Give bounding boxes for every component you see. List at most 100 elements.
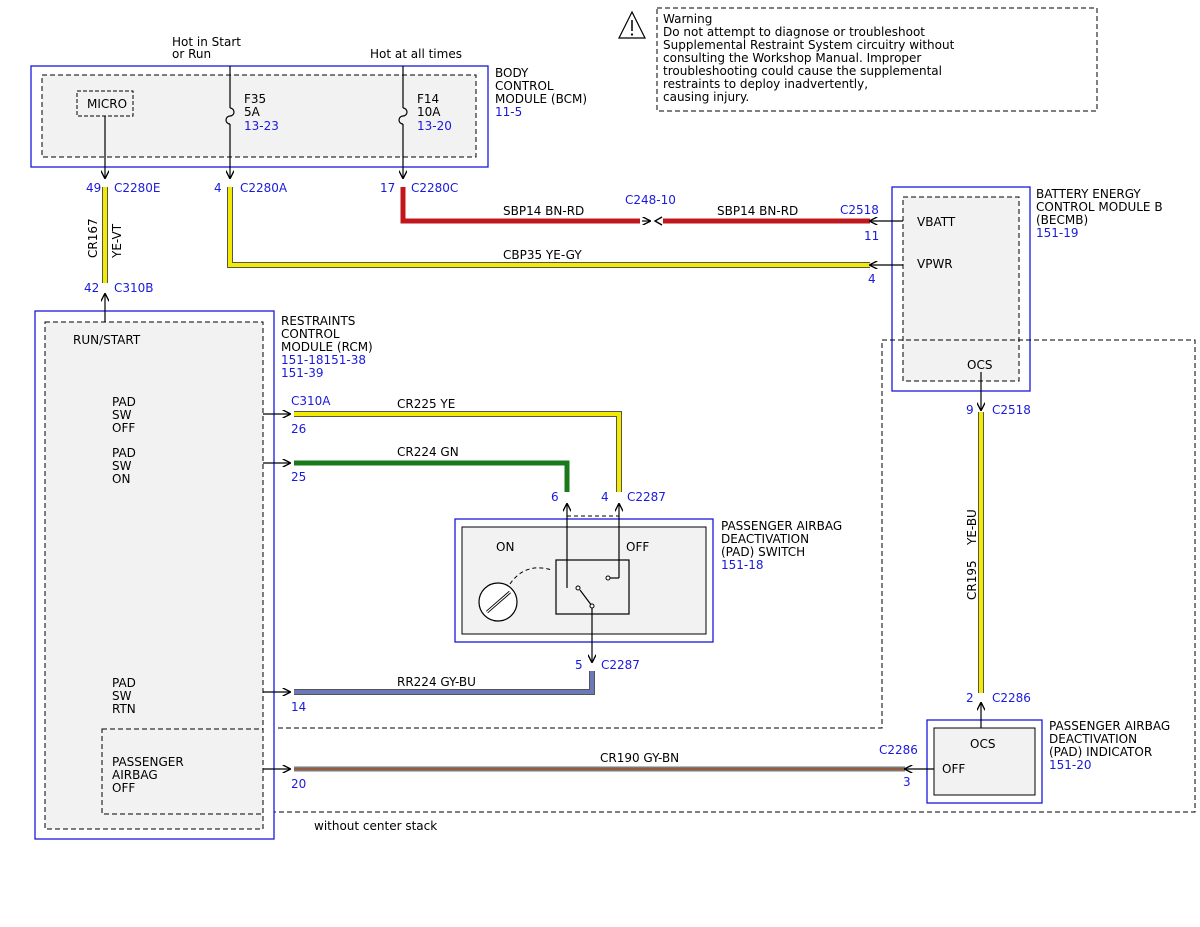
pad-switch-module [454, 504, 714, 662]
becmb-name-line-1: BATTERY ENERGY [1036, 187, 1141, 201]
pad-switch-pin-6: 6 [551, 490, 559, 504]
rcm-name-line-2: CONTROL [281, 327, 340, 341]
wire-cbp35-label: CBP35 YE-GY [503, 248, 582, 262]
becmb-name-line-2: CONTROL MODULE B [1036, 200, 1163, 214]
rcm-module [34, 294, 275, 840]
rcm-refs-b: 151-39 [281, 366, 324, 380]
wire-cr224 [294, 460, 570, 492]
bcm-pin-4: 4 [214, 181, 222, 195]
bcm-conn-c2280c: C2280C [411, 181, 458, 195]
rcm-name-line-1: RESTRAINTS [281, 314, 355, 328]
pad-switch-name-3: (PAD) SWITCH [721, 545, 805, 559]
becmb-pin-11: 11 [864, 229, 879, 243]
bcm-name-line-2: CONTROL [495, 79, 554, 93]
pad-indicator-conn-left: C2286 [879, 743, 918, 757]
bcm-conn-c2280a: C2280A [240, 181, 288, 195]
bcm-ref: 11-5 [495, 105, 522, 119]
rcm-run-start: RUN/START [73, 333, 141, 347]
feed-always-label: Hot at all times [370, 47, 462, 61]
warning-line-7: causing injury. [663, 90, 749, 104]
rcm-pin-20: 20 [291, 777, 306, 791]
pad-switch-on: ON [496, 540, 514, 554]
pad-indicator-pin-2: 2 [966, 691, 974, 705]
without-center-stack-label: without center stack [314, 819, 437, 833]
fuse-f35-rating: 5A [244, 105, 261, 119]
wire-cr167-color: YE-VT [110, 223, 124, 259]
rcm-pad-rtn-2: SW [112, 689, 132, 703]
wire-cr225 [294, 411, 622, 492]
becmb-conn-c2518-bottom: C2518 [992, 403, 1031, 417]
rcm-pad-rtn-1: PAD [112, 676, 136, 690]
rcm-pad-rtn-3: RTN [112, 702, 136, 716]
wire-cr224-label: CR224 GN [397, 445, 459, 459]
bcm-micro-label: MICRO [87, 97, 127, 111]
rcm-pad-on-2: SW [112, 459, 132, 473]
wire-rr224-label: RR224 GY-BU [397, 675, 476, 689]
rcm-pass-airbag-off-2: AIRBAG [112, 768, 158, 782]
warning-line-3: Supplemental Restraint System circuitry … [663, 38, 955, 52]
rcm-refs-a: 151-18151-38 [281, 353, 366, 367]
pad-switch-ref: 151-18 [721, 558, 764, 572]
becmb-module [870, 186, 1031, 410]
becmb-vpwr: VPWR [917, 257, 953, 271]
feed-run-line-2: or Run [172, 47, 211, 61]
fuse-f35-symbol [225, 107, 235, 125]
pad-switch-off: OFF [626, 540, 649, 554]
pad-switch-conn-top: C2287 [627, 490, 666, 504]
bcm-module: MICRO [30, 65, 489, 168]
becmb-ref: 151-19 [1036, 226, 1079, 240]
warning-line-4: consulting the Workshop Manual. Improper [663, 51, 921, 65]
rcm-pin-14: 14 [291, 700, 306, 714]
warning-line-2: Do not attempt to diagnose or troublesho… [663, 25, 925, 39]
warning-box: Warning Do not attempt to diagnose or tr… [618, 7, 1098, 112]
warning-line-5: troubleshooting could cause the suppleme… [663, 64, 942, 78]
without-center-stack-region [274, 339, 1196, 813]
rcm-pad-off-3: OFF [112, 421, 135, 435]
becmb-pin-4: 4 [868, 272, 876, 286]
wire-cbp35 [227, 187, 870, 268]
rcm-pin-26: 26 [291, 422, 306, 436]
inline-connector-c248 [642, 216, 663, 226]
wire-cr190-label: CR190 GY-BN [600, 751, 679, 765]
rcm-pad-off-1: PAD [112, 395, 136, 409]
inline-connector-label: C248-10 [625, 193, 676, 207]
rcm-pad-off-2: SW [112, 408, 132, 422]
pad-indicator-name-1: PASSENGER AIRBAG [1049, 719, 1170, 733]
wire-rr224 [294, 671, 595, 695]
bcm-name-line-1: BODY [495, 66, 529, 80]
rcm-name-line-3: MODULE (RCM) [281, 340, 373, 354]
fuse-f14-name: F14 [417, 92, 439, 106]
wire-sbp14-left [400, 187, 640, 224]
bcm-internal-wiring [105, 66, 408, 178]
wire-cr225-label: CR225 YE [397, 397, 455, 411]
pad-switch-name-2: DEACTIVATION [721, 532, 809, 546]
fuse-f35-ref: 13-23 [244, 119, 279, 133]
pad-indicator-ocs: OCS [970, 737, 995, 751]
wire-cr167-label: CR167 [86, 218, 100, 258]
pad-indicator-pin-3: 3 [903, 775, 911, 789]
rcm-pass-airbag-off-3: OFF [112, 781, 135, 795]
fuse-f35-name: F35 [244, 92, 266, 106]
becmb-ocs: OCS [967, 358, 992, 372]
wire-sbp14-left-label: SBP14 BN-RD [503, 204, 584, 218]
bcm-conn-c2280e: C2280E [114, 181, 161, 195]
becmb-vbatt: VBATT [917, 215, 956, 229]
pad-indicator-off: OFF [942, 762, 965, 776]
feed-run-line-1: Hot in Start [172, 35, 241, 49]
wire-sbp14-right-label: SBP14 BN-RD [717, 204, 798, 218]
pad-switch-pin-4: 4 [601, 490, 609, 504]
rcm-pin-42: 42 [84, 281, 99, 295]
fuse-f14-symbol [398, 107, 408, 125]
rcm-pin-25: 25 [291, 470, 306, 484]
bcm-pin-17: 17 [380, 181, 395, 195]
rcm-pass-airbag-off-1: PASSENGER [112, 755, 184, 769]
pad-indicator-module [905, 703, 1043, 804]
pad-switch-name-1: PASSENGER AIRBAG [721, 519, 842, 533]
rcm-conn-c310b: C310B [114, 281, 154, 295]
bcm-pin-49: 49 [86, 181, 101, 195]
pad-indicator-name-2: DEACTIVATION [1049, 732, 1137, 746]
warning-line-6: restraints to deploy inadvertently, [663, 77, 868, 91]
becmb-name-line-3: (BECMB) [1036, 213, 1088, 227]
pad-indicator-conn-top: C2286 [992, 691, 1031, 705]
